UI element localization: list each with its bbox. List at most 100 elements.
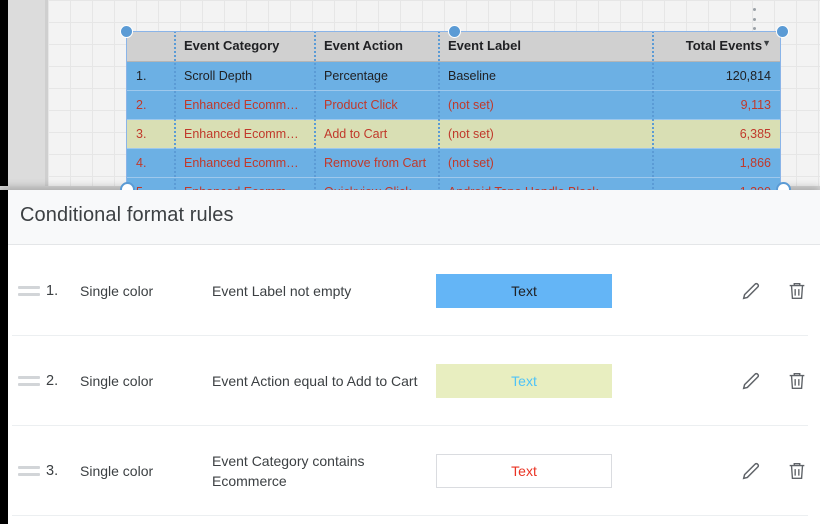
resize-handle-bottom-right[interactable]	[776, 182, 791, 190]
table-row[interactable]: 4. Enhanced Ecommerce Remove from Cart (…	[126, 148, 781, 178]
rule-type: Single color	[80, 463, 154, 479]
sort-desc-icon[interactable]: ▼	[762, 38, 771, 49]
cell-event-category: Enhanced Ecommerce	[174, 148, 314, 178]
resize-handle-top-center[interactable]	[448, 25, 461, 38]
left-panel-edge	[45, 0, 48, 186]
rule-number: 1.	[46, 283, 59, 299]
cell-event-action: Remove from Cart	[314, 148, 438, 178]
more-vert-icon[interactable]	[748, 6, 760, 32]
selected-table-object[interactable]: Event Category Event Action Event Label …	[120, 25, 791, 190]
cell-total-events: 1,390	[652, 177, 781, 190]
cell-total-events: 120,814	[652, 61, 781, 91]
cell-event-category: Enhanced Ecommerce	[174, 177, 314, 190]
table-head: Event Category Event Action Event Label …	[126, 31, 781, 62]
cell-event-action: Add to Cart	[314, 119, 438, 149]
dot-1	[752, 8, 756, 11]
drag-bar-1	[18, 466, 40, 469]
cell-event-label: Baseline	[438, 61, 652, 91]
table-header-row: Event Category Event Action Event Label …	[126, 31, 781, 62]
rule-number: 3.	[46, 463, 59, 479]
cell-event-label: Android Tape Handle Black	[438, 177, 652, 190]
rule-row-3[interactable]: 3. Single color Event Category contains …	[8, 426, 820, 516]
report-table: Event Category Event Action Event Label …	[126, 31, 781, 190]
rule-condition: Event Category contains Ecommerce	[212, 453, 365, 489]
col-header-index[interactable]	[126, 31, 174, 62]
trash-icon	[789, 282, 805, 300]
drag-bar-1	[18, 286, 40, 289]
col-header-event-category[interactable]: Event Category	[174, 31, 314, 62]
delete-rule-button[interactable]	[774, 448, 820, 494]
table-row[interactable]: 1. Scroll Depth Percentage Baseline 120,…	[126, 61, 781, 91]
edit-rule-button[interactable]	[728, 358, 774, 404]
cell-event-action: Product Click	[314, 90, 438, 120]
drag-handle-icon[interactable]	[12, 376, 46, 386]
rule-divider	[12, 425, 808, 426]
rule-row-1[interactable]: 1. Single color Event Label not empty Te…	[8, 246, 820, 336]
delete-rule-button[interactable]	[774, 358, 820, 404]
table-row[interactable]: 2. Enhanced Ecommerce Product Click (not…	[126, 90, 781, 120]
cell-total-events: 6,385	[652, 119, 781, 149]
rule-type: Single color	[80, 283, 154, 299]
rule-preview-cell: Text	[436, 274, 636, 308]
cell-event-category: Enhanced Ecommerce	[174, 90, 314, 120]
cell-event-action: Percentage	[314, 61, 438, 91]
cell-index: 4.	[126, 148, 174, 178]
dot-2	[752, 17, 756, 21]
resize-handle-top-left[interactable]	[120, 25, 133, 38]
rule-preview-cell: Text	[436, 454, 636, 488]
rules-list: 1. Single color Event Label not empty Te…	[8, 246, 820, 524]
drag-bar-1	[18, 376, 40, 379]
cell-event-action: Quickview Click	[314, 177, 438, 190]
cell-index: 3.	[126, 119, 174, 149]
pencil-icon	[742, 282, 760, 300]
rule-condition: Event Label not empty	[212, 283, 352, 299]
table-row[interactable]: 5. Enhanced Ecommerce Quickview Click An…	[126, 177, 781, 190]
rule-row-2[interactable]: 2. Single color Event Action equal to Ad…	[8, 336, 820, 426]
rule-number: 2.	[46, 373, 59, 389]
pencil-icon	[742, 372, 760, 390]
drag-handle-icon[interactable]	[12, 466, 46, 476]
rule-color-preview[interactable]: Text	[436, 364, 612, 398]
cell-total-events: 1,866	[652, 148, 781, 178]
page-title: Conditional format rules	[20, 204, 234, 226]
cell-index: 1.	[126, 61, 174, 91]
dot-3	[752, 27, 756, 30]
rule-color-preview[interactable]: Text	[436, 454, 612, 488]
cell-event-label: (not set)	[438, 148, 652, 178]
resize-handle-bottom-left[interactable]	[120, 182, 135, 190]
edit-rule-button[interactable]	[728, 268, 774, 314]
col-header-event-action[interactable]: Event Action	[314, 31, 438, 62]
cell-index: 2.	[126, 90, 174, 120]
table-body: 1. Scroll Depth Percentage Baseline 120,…	[126, 61, 781, 190]
cell-event-label: (not set)	[438, 90, 652, 120]
rule-color-preview[interactable]: Text	[436, 274, 612, 308]
delete-rule-button[interactable]	[774, 268, 820, 314]
table-row[interactable]: 3. Enhanced Ecommerce Add to Cart (not s…	[126, 119, 781, 149]
trash-icon	[789, 462, 805, 480]
col-header-event-label[interactable]: Event Label	[438, 31, 652, 62]
col-header-total-events[interactable]: Total Events▼	[652, 31, 781, 62]
rule-divider	[12, 335, 808, 336]
rule-type: Single color	[80, 373, 154, 389]
resize-handle-top-right[interactable]	[776, 25, 789, 38]
dialog-left-black-edge	[0, 190, 8, 524]
drag-bar-2	[18, 293, 40, 296]
drag-bar-2	[18, 383, 40, 386]
left-grey-panel	[8, 0, 48, 186]
drag-handle-icon[interactable]	[12, 286, 46, 296]
dialog-header: Conditional format rules	[8, 190, 820, 245]
trash-icon	[789, 372, 805, 390]
rule-divider	[12, 515, 808, 516]
spreadsheet-preview: Event Category Event Action Event Label …	[0, 0, 820, 190]
cell-event-category: Scroll Depth	[174, 61, 314, 91]
pencil-icon	[742, 462, 760, 480]
cell-index: 5.	[126, 177, 174, 190]
rule-preview-cell: Text	[436, 364, 636, 398]
left-black-edge	[0, 0, 8, 190]
cell-event-category: Enhanced Ecommerce	[174, 119, 314, 149]
edit-rule-button[interactable]	[728, 448, 774, 494]
rule-condition: Event Action equal to Add to Cart	[212, 373, 418, 389]
cell-total-events: 9,113	[652, 90, 781, 120]
col-header-total-events-label: Total Events	[685, 38, 763, 54]
drag-bar-2	[18, 473, 40, 476]
